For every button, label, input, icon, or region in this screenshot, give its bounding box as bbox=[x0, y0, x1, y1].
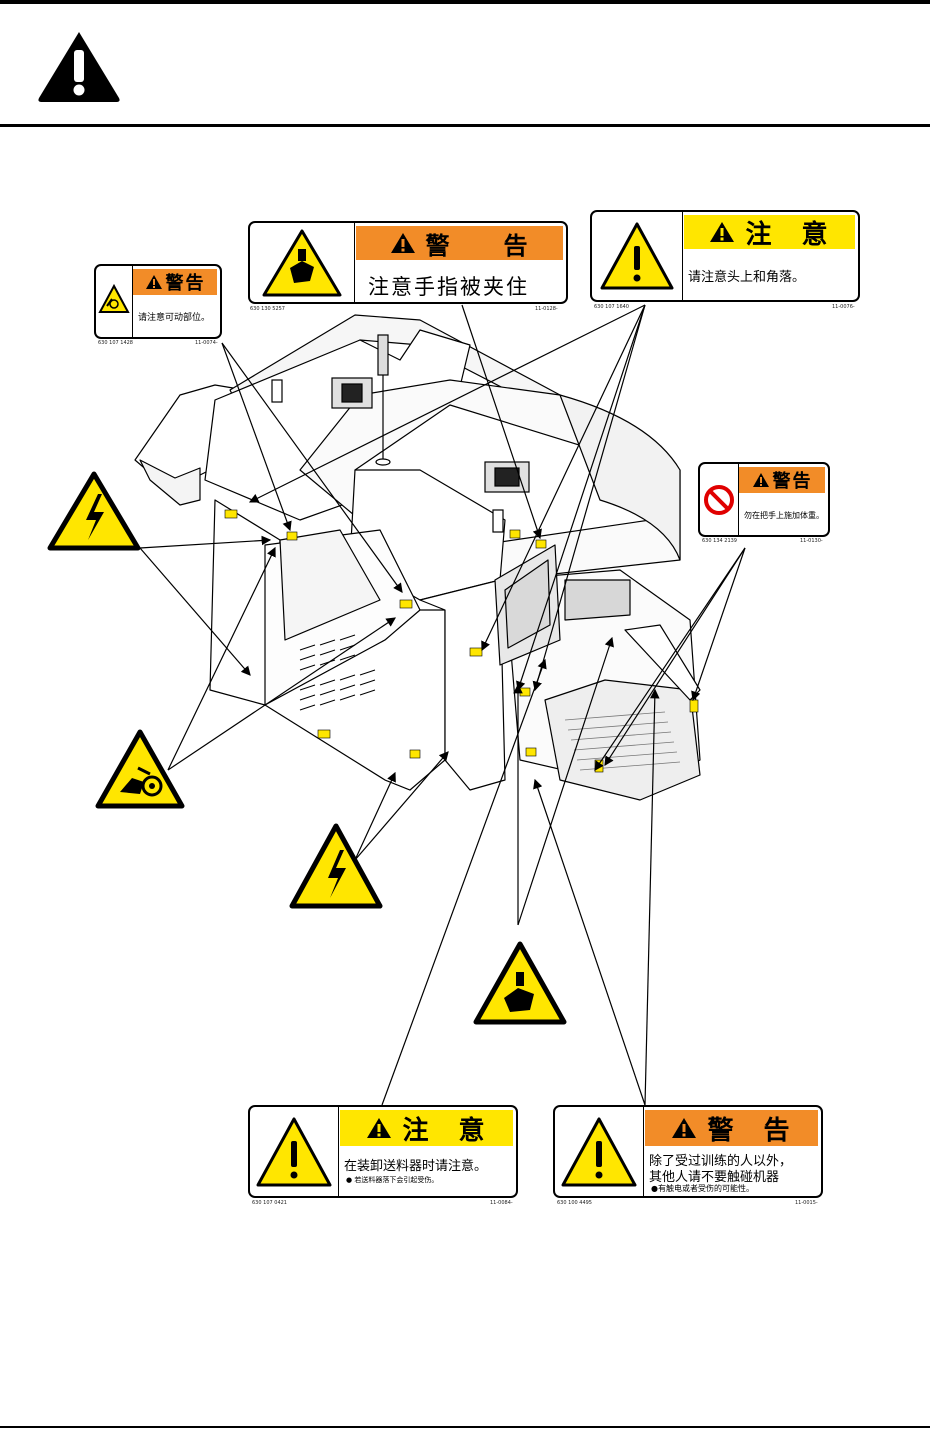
label-note: ●有触电或者受伤的可能性。 bbox=[651, 1183, 754, 1194]
label-part-number: 630 100 4495 bbox=[557, 1200, 592, 1206]
label-message: 在装卸送料器时请注意。 bbox=[344, 1155, 487, 1174]
entanglement-icon bbox=[96, 266, 133, 337]
finger-pinch-warning-label: 警 告 注意手指被夹住 bbox=[248, 221, 568, 304]
label-ref: 11-0084- bbox=[490, 1200, 513, 1206]
label-message: 注意手指被夹住 bbox=[368, 271, 529, 301]
electric-shock-icon bbox=[288, 822, 384, 910]
warning-exclamation-icon bbox=[752, 472, 770, 488]
head-corner-caution-label: 注 意 请注意头上和角落。 bbox=[590, 210, 860, 302]
warning-exclamation-icon bbox=[250, 1107, 339, 1196]
warning-exclamation-icon bbox=[366, 1117, 392, 1139]
warning-exclamation-icon bbox=[671, 1117, 697, 1139]
label-part-number: 630 134 2139 bbox=[702, 538, 737, 544]
label-header: 警 告 bbox=[707, 1110, 791, 1147]
label-ref: 11-0130- bbox=[800, 538, 823, 544]
hand-crush-icon bbox=[250, 223, 355, 302]
untrained-persons-warning-label: 警 告 除了受过训练的人以外， 其他人请不要触碰机器 ●有触电或者受伤的可能性。 bbox=[553, 1105, 823, 1198]
label-ref: 11-0015- bbox=[795, 1200, 818, 1206]
warning-exclamation-icon bbox=[592, 212, 683, 300]
label-part-number: 630 107 0421 bbox=[252, 1200, 287, 1206]
label-header: 警 告 bbox=[426, 226, 530, 261]
warning-exclamation-icon bbox=[145, 274, 163, 290]
label-message: 请注意头上和角落。 bbox=[688, 266, 805, 285]
label-header: 警告 bbox=[166, 269, 206, 295]
handle-warning-label: 警告 勿在把手上施加体重。 bbox=[698, 462, 830, 537]
label-header: 警告 bbox=[773, 467, 813, 493]
label-part-number: 630 130 5257 bbox=[250, 306, 285, 312]
label-header: 注 意 bbox=[402, 1110, 486, 1147]
prohibition-icon bbox=[700, 464, 739, 535]
entanglement-icon bbox=[94, 728, 186, 810]
label-part-number: 630 107 1428 bbox=[98, 340, 133, 346]
label-part-number: 630 107 1640 bbox=[594, 304, 629, 310]
moving-parts-warning-label: 警告 请注意可动部位。 bbox=[94, 264, 222, 339]
electric-shock-icon bbox=[46, 470, 142, 552]
label-header: 注 意 bbox=[745, 214, 829, 251]
label-message: 勿在把手上施加体重。 bbox=[744, 510, 824, 521]
label-message: 请注意可动部位。 bbox=[138, 310, 210, 323]
label-ref: 11-0128- bbox=[535, 306, 558, 312]
label-ref: 11-0074- bbox=[195, 340, 218, 346]
label-ref: 11-0076- bbox=[832, 304, 855, 310]
label-note: ● 若送料器落下会引起受伤。 bbox=[346, 1175, 438, 1185]
warning-exclamation-icon bbox=[390, 232, 416, 254]
hand-crush-icon bbox=[472, 940, 568, 1026]
warning-exclamation-icon bbox=[555, 1107, 644, 1196]
feeder-caution-label: 注 意 在装卸送料器时请注意。 ● 若送料器落下会引起受伤。 bbox=[248, 1105, 518, 1198]
warning-exclamation-icon bbox=[709, 221, 735, 243]
